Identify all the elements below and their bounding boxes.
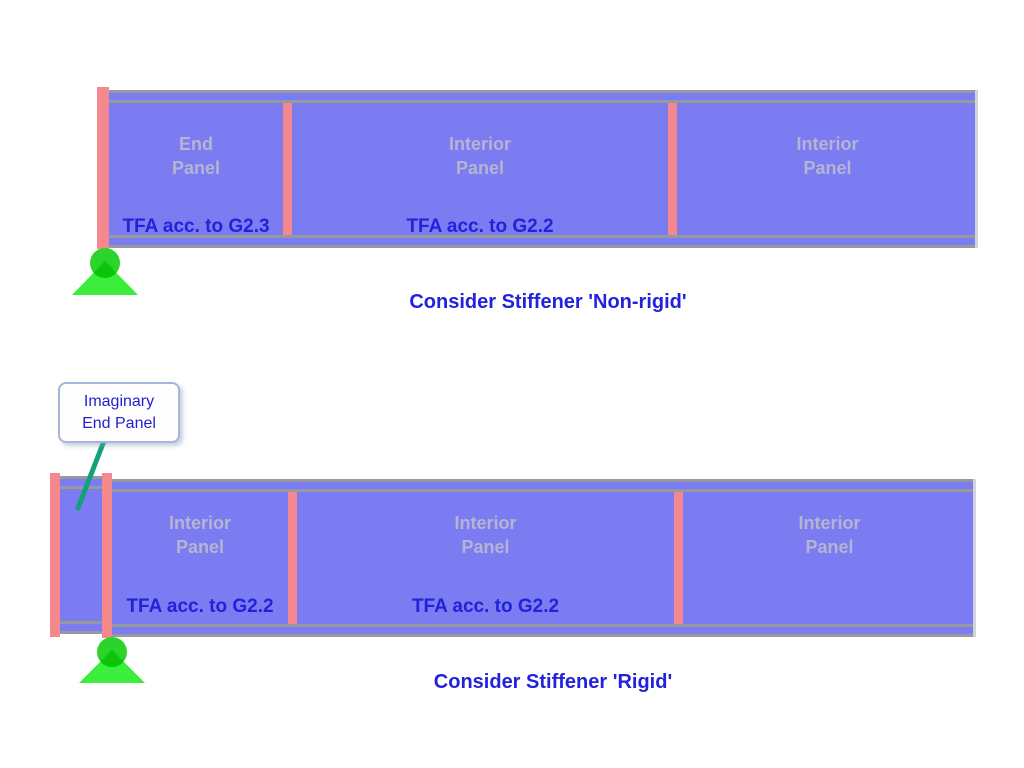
bottom-flange-line: [103, 624, 973, 637]
panel-label: Interior Panel: [112, 511, 288, 559]
imaginary-end-panel-callout: Imaginary End Panel: [58, 382, 180, 443]
panel-label-line: Panel: [805, 537, 854, 557]
support-hinge-circle: [97, 637, 127, 667]
tfa-annotation: TFA acc. to G2.2: [126, 596, 274, 617]
top-flange-line: [60, 476, 103, 489]
panel-label-line: Panel: [175, 537, 225, 557]
panel-label-line: Panel: [455, 158, 505, 178]
pin-support-icon: [79, 637, 145, 683]
panel-label-line: Interior: [796, 134, 859, 154]
support-stiffener: [102, 473, 112, 638]
tfa-annotation: TFA acc. to G2.3: [122, 216, 270, 237]
panel-label: Interior Panel: [297, 511, 674, 559]
callout-text-line: Imaginary: [83, 393, 155, 410]
support-triangle: [72, 261, 138, 295]
web-stiffener: [283, 103, 292, 235]
end-stiffener: [50, 473, 60, 637]
callout-text-line: End Panel: [82, 415, 156, 432]
support-triangle: [79, 650, 145, 683]
pin-support-icon: [72, 248, 138, 295]
panel-label-line: Interior: [454, 513, 517, 533]
imaginary-end-panel: [60, 476, 103, 634]
panel-label-line: Panel: [171, 158, 221, 178]
girder-top: [98, 90, 978, 248]
support-hinge-circle: [90, 248, 120, 278]
panel-label-line: Interior: [448, 134, 511, 154]
top-flange-line: [98, 90, 975, 103]
web-stiffener: [668, 103, 677, 235]
panel-label-line: Interior: [798, 513, 861, 533]
end-stiffener: [97, 87, 109, 249]
top-flange-line: [103, 479, 973, 492]
panel-label-line: End: [179, 134, 213, 154]
panel-label: End Panel: [109, 132, 283, 180]
panel-label: Interior Panel: [683, 511, 976, 559]
panel-label-line: Panel: [803, 158, 852, 178]
panel-label-line: Interior: [168, 513, 231, 533]
caption-non-rigid: Consider Stiffener 'Non-rigid': [409, 291, 687, 313]
panel-label: Interior Panel: [677, 132, 978, 180]
girder-bottom: [103, 479, 976, 637]
bottom-flange-line: [60, 621, 103, 634]
panel-label: Interior Panel: [292, 132, 668, 180]
caption-rigid: Consider Stiffener 'Rigid': [433, 671, 673, 693]
bottom-flange-line: [98, 235, 975, 248]
tfa-annotation: TFA acc. to G2.2: [411, 596, 560, 617]
panel-label-line: Panel: [461, 537, 510, 557]
web-stiffener: [288, 492, 297, 624]
tfa-annotation: TFA acc. to G2.2: [406, 216, 554, 237]
web-stiffener: [674, 492, 683, 624]
